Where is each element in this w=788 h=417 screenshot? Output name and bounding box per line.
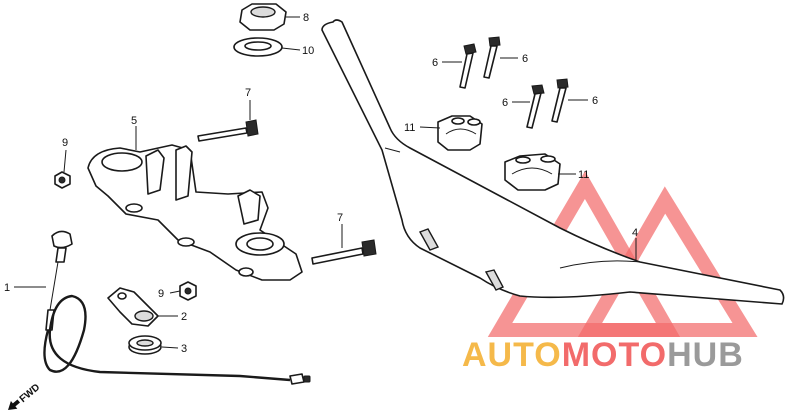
callout-7-lower: 7: [337, 212, 343, 224]
callout-9-lower: 9: [158, 288, 164, 300]
callout-6-c: 6: [502, 97, 508, 109]
bolt-7-lower: [311, 239, 377, 265]
bolt-6-b: [483, 36, 501, 79]
nut-9-lower: [179, 281, 197, 301]
bolt-6-a: [459, 43, 477, 89]
leader-lines: [14, 16, 637, 349]
fwd-indicator: FWD: [8, 382, 43, 410]
callout-10: 10: [302, 45, 314, 57]
callout-5: 5: [131, 115, 137, 127]
watermark-text-auto: AUTO: [462, 336, 562, 374]
bolt-6-d: [551, 78, 569, 123]
upper-holder-right: [504, 153, 561, 191]
bolt-6-c: [526, 84, 545, 129]
callout-4: 4: [632, 227, 638, 239]
handlebar-center-line: [384, 147, 401, 153]
callout-11-b: 11: [578, 169, 589, 181]
fwd-label: FWD: [18, 382, 43, 405]
callout-6-a: 6: [432, 57, 438, 69]
callout-11-a: 11: [404, 122, 415, 134]
grommet: [128, 335, 162, 355]
choke-cable: [43, 230, 311, 385]
watermark-text: AUTOMOTOHUB: [462, 336, 744, 374]
callout-8: 8: [303, 12, 309, 24]
callout-labels: 8 10 7 5 9 7 9 2 3 1 6 6 6 6 11 11 4: [4, 12, 638, 355]
svg-text:AUTOMOTOHUB: AUTOMOTOHUB: [462, 336, 744, 374]
callout-1: 1: [4, 282, 10, 294]
callout-7-upper: 7: [245, 87, 251, 99]
callout-9-upper: 9: [62, 137, 68, 149]
stem-nut: [239, 3, 287, 31]
upper-holder-left: [437, 115, 483, 151]
callout-6-b: 6: [522, 53, 528, 65]
fwd-arrow-icon: [8, 399, 21, 410]
lock-bracket: [107, 287, 159, 327]
callout-2: 2: [181, 311, 187, 323]
watermark-text-moto: MOTO: [562, 336, 667, 374]
bolt-7-upper: [197, 119, 259, 142]
stem-washer: [233, 37, 283, 57]
callout-3: 3: [181, 343, 187, 355]
handlebar-rib: [559, 260, 641, 269]
handlebar-tube: [321, 19, 785, 305]
top-bridge: [87, 144, 303, 281]
handlebar-grip-mark-right: [484, 269, 504, 291]
handlebar: [321, 19, 785, 305]
callout-6-d: 6: [592, 95, 598, 107]
handlebar-grip-mark-left: [418, 228, 440, 251]
nut-9-upper: [54, 171, 71, 189]
watermark-text-hub: HUB: [667, 336, 744, 374]
